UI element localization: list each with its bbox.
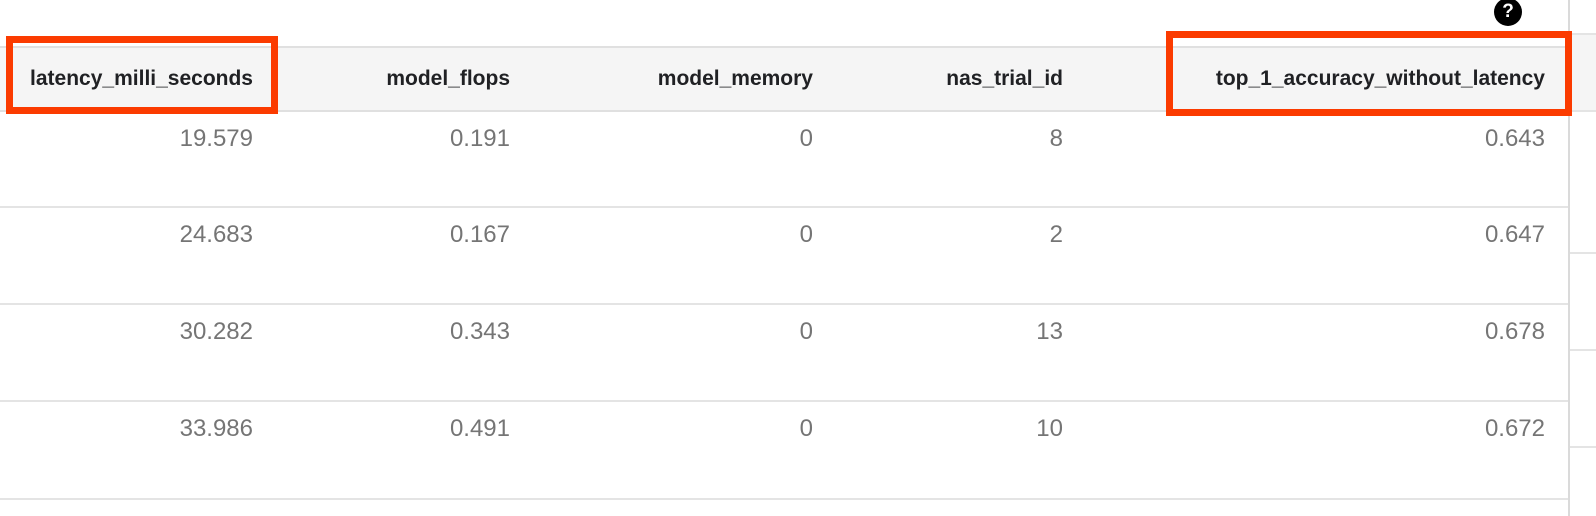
column-header-top_1_accuracy_without_latency[interactable]: top_1_accuracy_without_latency [1215, 67, 1545, 90]
annotation-box-accuracy [1166, 31, 1572, 116]
cutoff-column-strip [1570, 0, 1596, 516]
cell-latency_milli_seconds: 30.282 [179, 318, 253, 345]
column-divider-line [1568, 0, 1570, 516]
cell-model_flops: 0.343 [449, 318, 510, 345]
column-header-nas_trial_id[interactable]: nas_trial_id [946, 67, 1063, 90]
table-row[interactable]: 24.683 0.167 0 2 0.647 [0, 208, 1569, 305]
cell-top_1_accuracy_without_latency: 0.643 [1484, 125, 1545, 152]
strip-line [1570, 252, 1596, 254]
cell-model_flops: 0.167 [449, 221, 510, 248]
cell-model_memory: 0 [799, 415, 813, 442]
table-header-row: latency_milli_seconds model_flops model_me… [0, 46, 1569, 112]
column-header-model_memory[interactable]: model_memory [657, 67, 813, 90]
cell-nas_trial_id: 10 [1036, 415, 1063, 442]
cell-model_memory: 0 [799, 221, 813, 248]
column-header-latency_milli_seconds[interactable]: latency_milli_seconds [30, 67, 253, 90]
strip-header-bg [1570, 35, 1596, 110]
strip-line [1570, 446, 1596, 448]
cell-nas_trial_id: 13 [1036, 318, 1063, 345]
cell-model_flops: 0.491 [449, 415, 510, 442]
strip-line [1570, 33, 1596, 35]
column-header-model_flops[interactable]: model_flops [386, 67, 510, 90]
cell-model_flops: 0.191 [449, 125, 510, 152]
cell-nas_trial_id: 2 [1049, 221, 1063, 248]
table-row[interactable]: 33.986 0.491 0 10 0.672 [0, 402, 1569, 500]
cell-model_memory: 0 [799, 125, 813, 152]
table-body: 19.579 0.191 0 8 0.643 24.683 0.167 0 2 0.647 30.2… [0, 112, 1569, 500]
cell-latency_milli_seconds: 33.986 [179, 415, 253, 442]
metrics-table: latency_milli_seconds model_flops model_me… [0, 46, 1569, 516]
cell-top_1_accuracy_without_latency: 0.678 [1484, 318, 1545, 345]
cell-latency_milli_seconds: 19.579 [179, 125, 253, 152]
strip-line [1570, 349, 1596, 351]
strip-line [1570, 110, 1596, 112]
table-row[interactable]: 30.282 0.343 0 13 0.678 [0, 305, 1569, 402]
cell-latency_milli_seconds: 24.683 [179, 221, 253, 248]
partial-next-row [0, 500, 1569, 516]
table-row[interactable]: 19.579 0.191 0 8 0.643 [0, 112, 1569, 208]
annotation-box-latency [6, 36, 278, 114]
cell-top_1_accuracy_without_latency: 0.672 [1484, 415, 1545, 442]
cell-top_1_accuracy_without_latency: 0.647 [1484, 221, 1545, 248]
help-icon[interactable]: ? [1494, 0, 1522, 26]
cell-nas_trial_id: 8 [1049, 125, 1063, 152]
cell-model_memory: 0 [799, 318, 813, 345]
